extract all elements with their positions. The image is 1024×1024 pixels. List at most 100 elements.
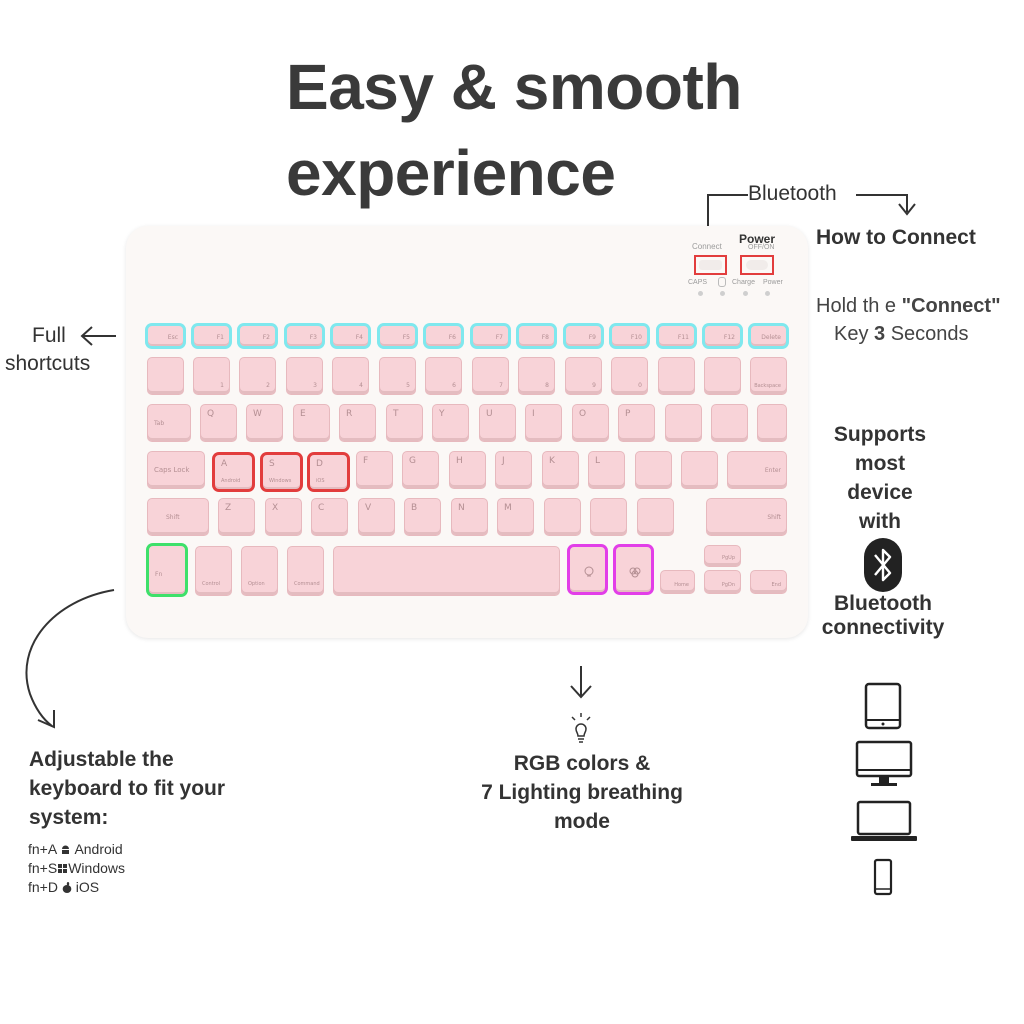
key-x[interactable]: X bbox=[265, 498, 302, 536]
key-control[interactable]: Control bbox=[195, 546, 232, 596]
key-f2[interactable]: F2 bbox=[239, 325, 276, 347]
keyboard-body: Connect Power OFF/ON CAPS Charge Power E… bbox=[126, 226, 808, 638]
key-space[interactable] bbox=[333, 546, 560, 596]
key-w[interactable]: W bbox=[246, 404, 283, 442]
key-f10[interactable]: F10 bbox=[611, 325, 648, 347]
key-g[interactable]: G bbox=[402, 451, 439, 489]
connect-button[interactable] bbox=[699, 260, 722, 270]
key-e[interactable]: E bbox=[293, 404, 330, 442]
key-y[interactable]: Y bbox=[432, 404, 469, 442]
key-command[interactable]: Command bbox=[287, 546, 324, 596]
key-fn[interactable]: Fn bbox=[148, 545, 186, 595]
key-minus[interactable] bbox=[658, 357, 695, 395]
key-3[interactable]: 3 bbox=[286, 357, 323, 395]
key-period[interactable] bbox=[590, 498, 627, 536]
key-4[interactable]: 4 bbox=[332, 357, 369, 395]
key-f8[interactable]: F8 bbox=[518, 325, 555, 347]
key-f7[interactable]: F7 bbox=[472, 325, 509, 347]
adjustable-line-3: system: bbox=[29, 806, 109, 829]
power-switch[interactable] bbox=[746, 260, 768, 270]
key-q[interactable]: Q bbox=[200, 404, 237, 442]
key-home[interactable]: Home bbox=[660, 570, 695, 594]
key-esc[interactable]: Esc bbox=[147, 325, 184, 347]
combo-windows-keys: fn+S bbox=[28, 860, 58, 876]
key-c[interactable]: C bbox=[311, 498, 348, 536]
key-n[interactable]: N bbox=[451, 498, 488, 536]
key-f6[interactable]: F6 bbox=[425, 325, 462, 347]
key-slash[interactable] bbox=[637, 498, 674, 536]
key-bracket-left[interactable] bbox=[665, 404, 702, 442]
key-2[interactable]: 2 bbox=[239, 357, 276, 395]
key-light-mode[interactable] bbox=[569, 546, 606, 593]
how-to-connect-key-name: "Connect" bbox=[901, 295, 1001, 317]
key-delete[interactable]: Delete bbox=[750, 325, 787, 347]
key-z[interactable]: Z bbox=[218, 498, 255, 536]
key-m[interactable]: M bbox=[497, 498, 534, 536]
how-to-connect-line-2: Key 3 Seconds bbox=[834, 323, 969, 346]
apple-icon bbox=[62, 882, 72, 893]
key-f11[interactable]: F11 bbox=[658, 325, 695, 347]
key-1[interactable]: 1 bbox=[193, 357, 230, 395]
connect-button-highlight[interactable] bbox=[694, 255, 727, 275]
key-8[interactable]: 8 bbox=[518, 357, 555, 395]
key-equals[interactable] bbox=[704, 357, 741, 395]
key-f3-label: F3 bbox=[309, 334, 317, 341]
key-comma[interactable] bbox=[544, 498, 581, 536]
adjustable-line-1: Adjustable the bbox=[29, 748, 174, 771]
key-f3[interactable]: F3 bbox=[286, 325, 323, 347]
key-9[interactable]: 9 bbox=[565, 357, 602, 395]
key-j[interactable]: J bbox=[495, 451, 532, 489]
key-7[interactable]: 7 bbox=[472, 357, 509, 395]
key-pgdn[interactable]: PgDn bbox=[704, 570, 741, 594]
key-i[interactable]: I bbox=[525, 404, 562, 442]
rgb-key-icon bbox=[629, 567, 641, 578]
key-option[interactable]: Option bbox=[241, 546, 278, 596]
key-backtick[interactable] bbox=[147, 357, 184, 395]
key-quote[interactable] bbox=[681, 451, 718, 489]
key-t[interactable]: T bbox=[386, 404, 423, 442]
key-end[interactable]: End bbox=[750, 570, 787, 594]
key-o[interactable]: O bbox=[572, 404, 609, 442]
full-shortcuts-line-1: Full bbox=[32, 324, 66, 347]
key-caps-lock[interactable]: Caps Lock bbox=[147, 451, 205, 489]
key-pgup[interactable]: PgUp bbox=[704, 545, 741, 567]
power-switch-highlight[interactable] bbox=[740, 255, 774, 275]
key-bracket-right[interactable] bbox=[711, 404, 748, 442]
key-semicolon[interactable] bbox=[635, 451, 672, 489]
key-shift-left[interactable]: Shift bbox=[147, 498, 209, 536]
how-to-connect-seconds-number: 3 bbox=[874, 323, 886, 345]
key-h[interactable]: H bbox=[449, 451, 486, 489]
key-f12[interactable]: F12 bbox=[704, 325, 741, 347]
key-k[interactable]: K bbox=[542, 451, 579, 489]
key-b[interactable]: B bbox=[404, 498, 441, 536]
key-light-color[interactable] bbox=[615, 546, 652, 593]
key-l-label: L bbox=[595, 456, 601, 466]
key-t-label: T bbox=[393, 409, 399, 419]
key-backspace[interactable]: Backspace bbox=[750, 357, 787, 395]
key-tab[interactable]: Tab bbox=[147, 404, 191, 442]
key-v[interactable]: V bbox=[358, 498, 395, 536]
key-p[interactable]: P bbox=[618, 404, 655, 442]
key-l[interactable]: L bbox=[588, 451, 625, 489]
key-f1[interactable]: F1 bbox=[193, 325, 230, 347]
key-enter[interactable]: Enter bbox=[727, 451, 787, 489]
key-backslash[interactable] bbox=[757, 404, 787, 442]
key-shift-right[interactable]: Shift bbox=[706, 498, 787, 536]
combo-android-keys: fn+A bbox=[28, 841, 57, 857]
key-r[interactable]: R bbox=[339, 404, 376, 442]
key-u[interactable]: U bbox=[479, 404, 516, 442]
key-5[interactable]: 5 bbox=[379, 357, 416, 395]
key-f4[interactable]: F4 bbox=[332, 325, 369, 347]
caps-led bbox=[698, 291, 703, 296]
key-y-label: Y bbox=[439, 409, 445, 419]
key-f5[interactable]: F5 bbox=[379, 325, 416, 347]
key-f[interactable]: F bbox=[356, 451, 393, 489]
key-f9[interactable]: F9 bbox=[565, 325, 602, 347]
key-0[interactable]: 0 bbox=[611, 357, 648, 395]
combo-android: fn+A Android bbox=[28, 840, 125, 859]
key-6[interactable]: 6 bbox=[425, 357, 462, 395]
